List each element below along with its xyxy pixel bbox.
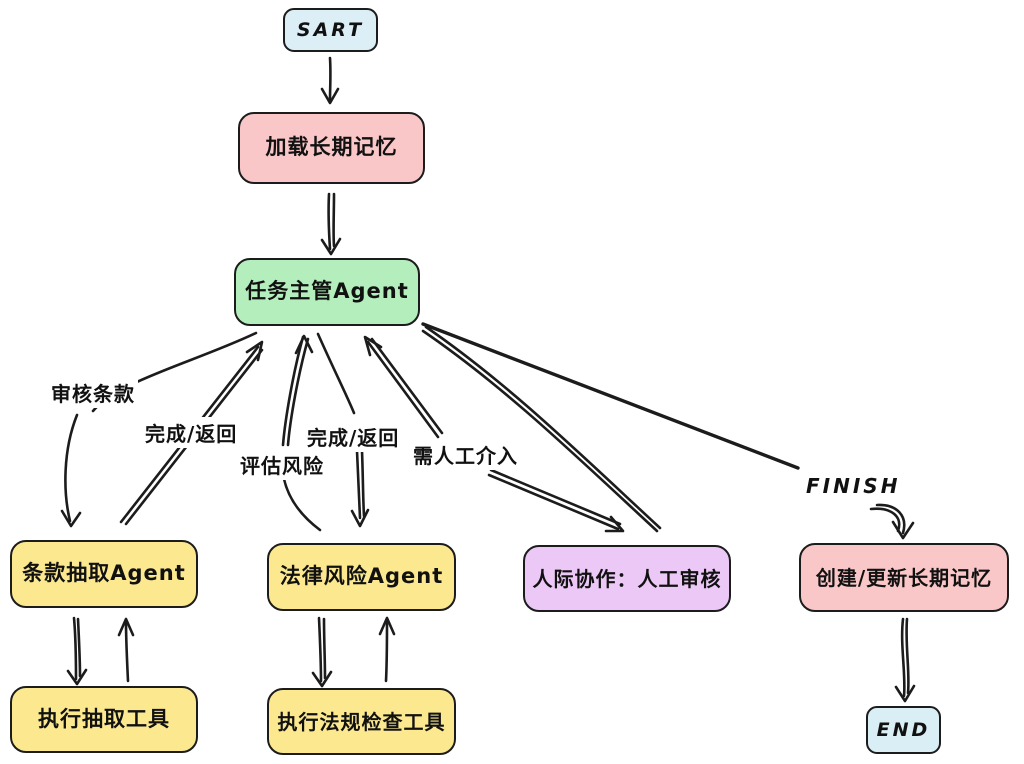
edge-label-done-return-right: 完成/返回 — [304, 421, 403, 452]
node-legal-risk-agent: 法律风险Agent — [267, 543, 456, 611]
arrow-clause-agent-to-extract-tool — [66, 616, 88, 686]
edge-label-done-return-left: 完成/返回 — [142, 417, 241, 448]
arrow-supervisor-to-risk-agent — [316, 332, 370, 528]
node-end: END — [866, 706, 941, 754]
node-start: SART — [283, 8, 378, 52]
node-supervisor-agent: 任务主管Agent — [234, 258, 420, 326]
node-regulation-check-tool: 执行法规检查工具 — [267, 688, 456, 755]
arrow-supervisor-to-human-review — [421, 325, 662, 533]
edge-label-review-clauses: 审核条款 — [48, 377, 138, 408]
node-update-long-term-memory: 创建/更新长期记忆 — [799, 543, 1009, 612]
node-extract-tool: 执行抽取工具 — [10, 686, 198, 753]
arrow-need-human-to-human-review — [487, 468, 625, 533]
arrow-supervisor-to-finish — [421, 322, 800, 470]
node-human-review: 人际协作：人工审核 — [523, 545, 731, 612]
edge-label-assess-risk: 评估风险 — [237, 449, 327, 480]
edge-label-need-human-intervention: 需人工介入 — [410, 439, 521, 470]
arrow-risk-agent-to-regulation-tool — [311, 616, 333, 688]
node-load-memory: 加载长期记忆 — [238, 112, 425, 184]
arrow-extract-tool-to-clause-agent — [117, 617, 135, 683]
node-clause-extraction-agent: 条款抽取Agent — [10, 540, 198, 608]
arrow-risk-agent-to-supervisor — [281, 334, 322, 532]
arrow-update-memory-to-end — [894, 617, 916, 703]
arrow-finish-to-update-memory — [869, 503, 915, 540]
arrow-human-review-to-supervisor — [363, 335, 444, 439]
arrow-start-to-load-memory — [320, 56, 340, 105]
arrow-regulation-tool-to-risk-agent — [378, 616, 396, 683]
arrow-load-memory-to-supervisor — [320, 192, 342, 256]
edge-label-finish: FINISH — [803, 473, 904, 499]
